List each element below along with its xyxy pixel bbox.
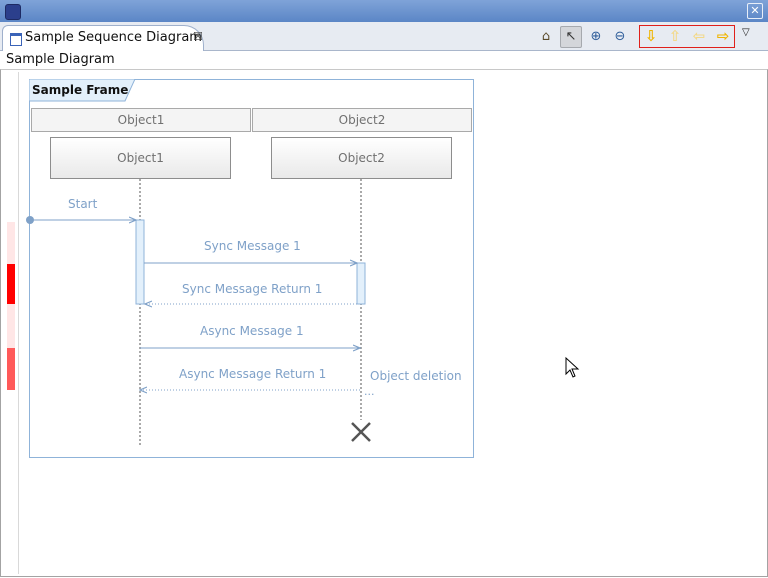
navigate-down-icon[interactable]: ⇩	[644, 27, 658, 45]
select-tool-icon[interactable]: ↖	[560, 26, 582, 48]
message-label-start: Start	[68, 197, 98, 211]
zoom-out-icon[interactable]: ⊖	[614, 29, 626, 44]
navigate-up-icon[interactable]: ⇧	[668, 27, 682, 45]
message-label-deletion: Object deletion	[370, 369, 462, 383]
tab-label: Sample Sequence Diagram	[25, 30, 202, 45]
message-label-async-return: Async Message Return 1	[179, 367, 327, 381]
execution-bar[interactable]	[356, 262, 366, 305]
editor-tabstrip: Sample Sequence Diagram ☒ ⌂ ↖ ⊕ ⊖ ⇩ ⇧ ⇦ …	[0, 22, 768, 51]
message-label-sync-return: Sync Message Return 1	[182, 282, 323, 296]
object-deletion-icon	[351, 422, 371, 442]
mouse-cursor-icon	[565, 356, 580, 378]
zoom-in-icon[interactable]: ⊕	[590, 29, 602, 44]
overview-band	[7, 304, 15, 348]
lifeline-object2[interactable]: Object2	[271, 137, 452, 179]
app-icon	[5, 4, 21, 20]
ellipsis-mark: ...	[364, 385, 375, 398]
tab-close-icon[interactable]: ☒	[193, 30, 203, 43]
lane-header: Object1	[31, 108, 251, 132]
lane-header: Object2	[252, 108, 472, 132]
message-label-async: Async Message 1	[200, 324, 304, 338]
view-icon	[10, 33, 22, 46]
window-close-button[interactable]: ✕	[747, 3, 763, 19]
overview-highlight[interactable]	[7, 348, 15, 390]
window-titlebar: ✕	[0, 0, 768, 22]
lifeline-object1[interactable]: Object1	[50, 137, 231, 179]
execution-bar[interactable]	[135, 219, 145, 305]
message-label-sync: Sync Message 1	[204, 239, 301, 253]
navigate-left-icon[interactable]: ⇦	[692, 27, 706, 45]
diagram-name: Sample Diagram	[6, 52, 115, 67]
view-menu-icon[interactable]: ▽	[742, 27, 750, 38]
navigation-group: ⇩ ⇧ ⇦ ⇨	[639, 25, 735, 48]
home-icon[interactable]: ⌂	[541, 29, 551, 44]
overview-band	[7, 222, 15, 264]
tab-sample-sequence-diagram[interactable]: Sample Sequence Diagram ☒	[2, 25, 204, 51]
overview-highlight[interactable]	[7, 264, 15, 304]
frame-label: Sample Frame	[32, 83, 129, 97]
navigate-right-icon[interactable]: ⇨	[716, 27, 730, 45]
frame-tag	[29, 79, 136, 102]
sequence-frame	[29, 79, 474, 458]
